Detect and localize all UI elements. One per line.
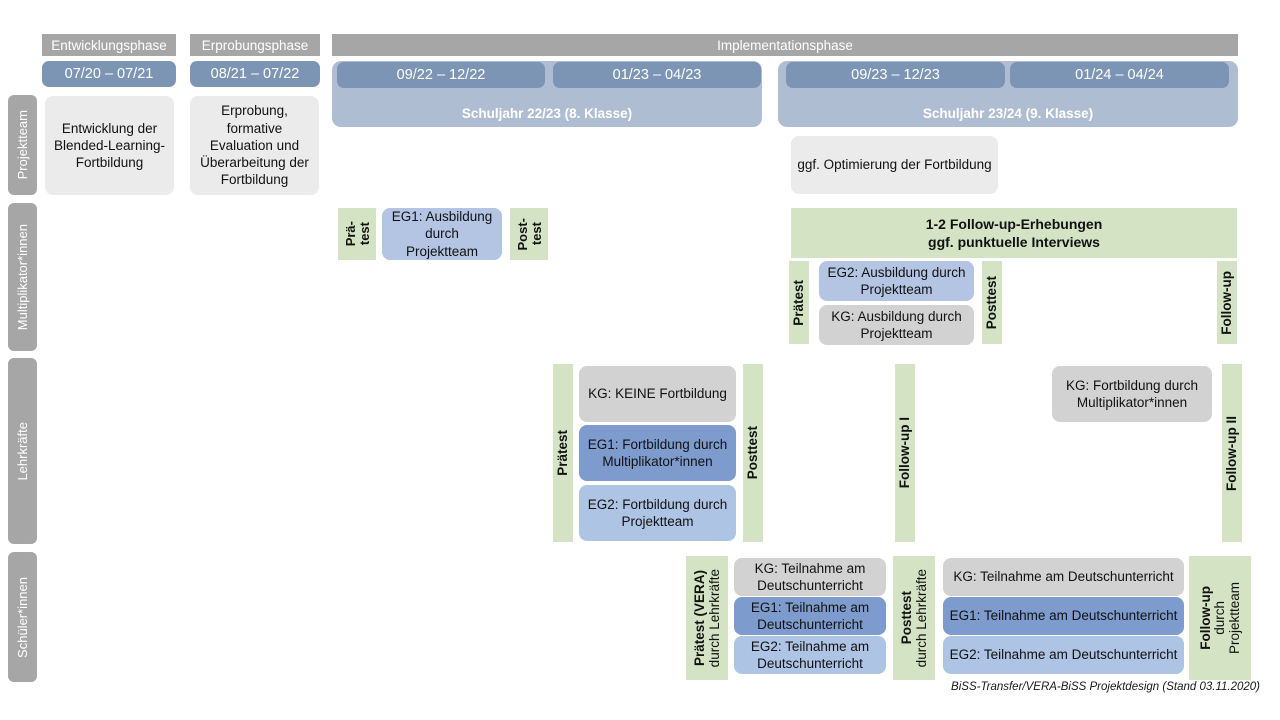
praetest-vera-label-bold: Prätest (VERA) <box>692 569 707 667</box>
card-erprobung-evaluation: Erprobung, formative Evaluation und Über… <box>190 96 319 195</box>
card-eg1-teilnahme-b: EG1: Teilnahme am Deutschunterricht <box>943 597 1184 635</box>
posttest-column-multiplikatoren-2: Posttest <box>982 261 1002 344</box>
footer-source-note: BiSS-Transfer/VERA-BiSS Projektdesign (S… <box>951 681 1260 693</box>
posttest2-label: Posttest <box>984 275 1000 330</box>
posttest-label-lehrkraefte: Posttest <box>745 426 761 480</box>
row-label-multiplikatorinnen-text: Multiplikator*innen <box>15 223 30 331</box>
row-label-projektteam-text: Projektteam <box>15 110 30 180</box>
praetest-label-line1: Prä- <box>342 221 358 247</box>
card-kg-fortbildung-multiplikatoren: KG: Fortbildung durch Multiplikator*inne… <box>1052 366 1212 422</box>
followup-label-projektteam: Projektteam <box>1226 581 1242 655</box>
card-eg2-teilnahme-b: EG2: Teilnahme am Deutschunterricht <box>943 636 1184 674</box>
card-optimierung-fortbildung: ggf. Optimierung der Fortbildung <box>791 136 998 194</box>
card-eg1-teilnahme-a: EG1: Teilnahme am Deutschunterricht <box>734 597 886 635</box>
card-entwicklung-fortbildung: Entwicklung der Blended-Learning-Fortbil… <box>45 96 174 195</box>
followup-label-multiplikatoren: Follow-up <box>1219 270 1235 335</box>
praetest-label-lehrkraefte: Prätest <box>555 430 571 476</box>
card-eg2-ausbildung-projektteam: EG2: Ausbildung durch Projektteam <box>819 261 974 301</box>
posttest-label-line1: Post- <box>514 217 530 251</box>
row-label-schuelerinnen: Schüler*innen <box>8 552 37 682</box>
followup-column-schueler: Follow-up durch Projektteam <box>1189 556 1251 680</box>
posttest-label-bold-schueler: Posttest <box>899 591 914 645</box>
followup-banner-line1: 1-2 Follow-up-Erhebungen <box>925 215 1103 232</box>
row-label-multiplikatorinnen: Multiplikator*innen <box>8 203 37 351</box>
praetest-label-line2: test <box>356 222 372 246</box>
praetest2-label: Prätest <box>791 279 807 326</box>
praetest-column-lehrkraefte: Prätest <box>553 364 573 542</box>
followup-label-durch: durch <box>1212 601 1228 635</box>
card-kg-teilnahme-b: KG: Teilnahme am Deutschunterricht <box>943 558 1184 596</box>
followup-banner-line2: ggf. punktuelle Interviews <box>928 234 1100 250</box>
period-bar-1: 07/20 – 07/21 <box>42 61 176 87</box>
row-label-projektteam: Projektteam <box>8 95 37 195</box>
phase-header-implementationsphase: Implementationsphase <box>332 34 1238 56</box>
followup1-column-lehrkraefte: Follow-up I <box>895 364 915 542</box>
posttest-column-schueler: Posttest durch Lehrkräfte <box>893 556 935 680</box>
period-bar-5: 09/23 – 12/23 <box>786 62 1005 88</box>
card-kg-ausbildung-projektteam: KG: Ausbildung durch Projektteam <box>819 305 974 345</box>
card-kg-keine-fortbildung: KG: KEINE Fortbildung <box>579 366 736 422</box>
period-bar-2: 08/21 – 07/22 <box>190 61 320 87</box>
phase-header-entwicklungsphase: Entwicklungsphase <box>42 34 176 56</box>
praetest-column-multiplikatoren: Prä- test <box>338 208 376 260</box>
praetest-vera-label-regular: durch Lehrkräfte <box>706 568 722 668</box>
followup2-column-lehrkraefte: Follow-up II <box>1222 364 1242 542</box>
praetest-column-multiplikatoren-2: Prätest <box>789 261 809 344</box>
followup1-label: Follow-up I <box>897 417 913 489</box>
posttest-column-lehrkraefte: Posttest <box>743 364 763 542</box>
followup-erhebungen-banner: 1-2 Follow-up-Erhebungen ggf. punktuelle… <box>791 208 1237 258</box>
row-label-lehrkraefte-text: Lehrkräfte <box>15 421 30 481</box>
row-label-schuelerinnen-text: Schüler*innen <box>15 576 30 658</box>
card-eg1-ausbildung-projektteam: EG1: Ausbildung durch Projektteam <box>382 208 502 260</box>
card-kg-teilnahme-a: KG: Teilnahme am Deutschunterricht <box>734 558 886 596</box>
card-eg2-teilnahme-a: EG2: Teilnahme am Deutschunterricht <box>734 636 886 674</box>
posttest-label-line2: test <box>528 222 544 246</box>
followup-label-bold-schueler: Follow-up <box>1197 586 1213 650</box>
followup2-label: Follow-up II <box>1224 415 1240 491</box>
praetest-vera-column-schueler: Prätest (VERA) durch Lehrkräfte <box>686 556 728 680</box>
posttest-column-multiplikatoren: Post- test <box>510 208 548 260</box>
posttest-label-regular-schueler: durch Lehrkräfte <box>913 568 929 668</box>
period-bar-6: 01/24 – 04/24 <box>1010 62 1229 88</box>
period-bar-3: 09/22 – 12/22 <box>337 62 545 88</box>
card-eg2-fortbildung-projektteam: EG2: Fortbildung durch Projektteam <box>579 485 736 541</box>
row-label-lehrkraefte: Lehrkräfte <box>8 358 37 544</box>
followup-column-multiplikatoren: Follow-up <box>1217 261 1237 344</box>
phase-header-erprobungsphase: Erprobungsphase <box>190 34 320 56</box>
card-eg1-fortbildung-multiplikatoren: EG1: Fortbildung durch Multiplikator*inn… <box>579 425 736 481</box>
period-bar-4: 01/23 – 04/23 <box>553 62 761 88</box>
